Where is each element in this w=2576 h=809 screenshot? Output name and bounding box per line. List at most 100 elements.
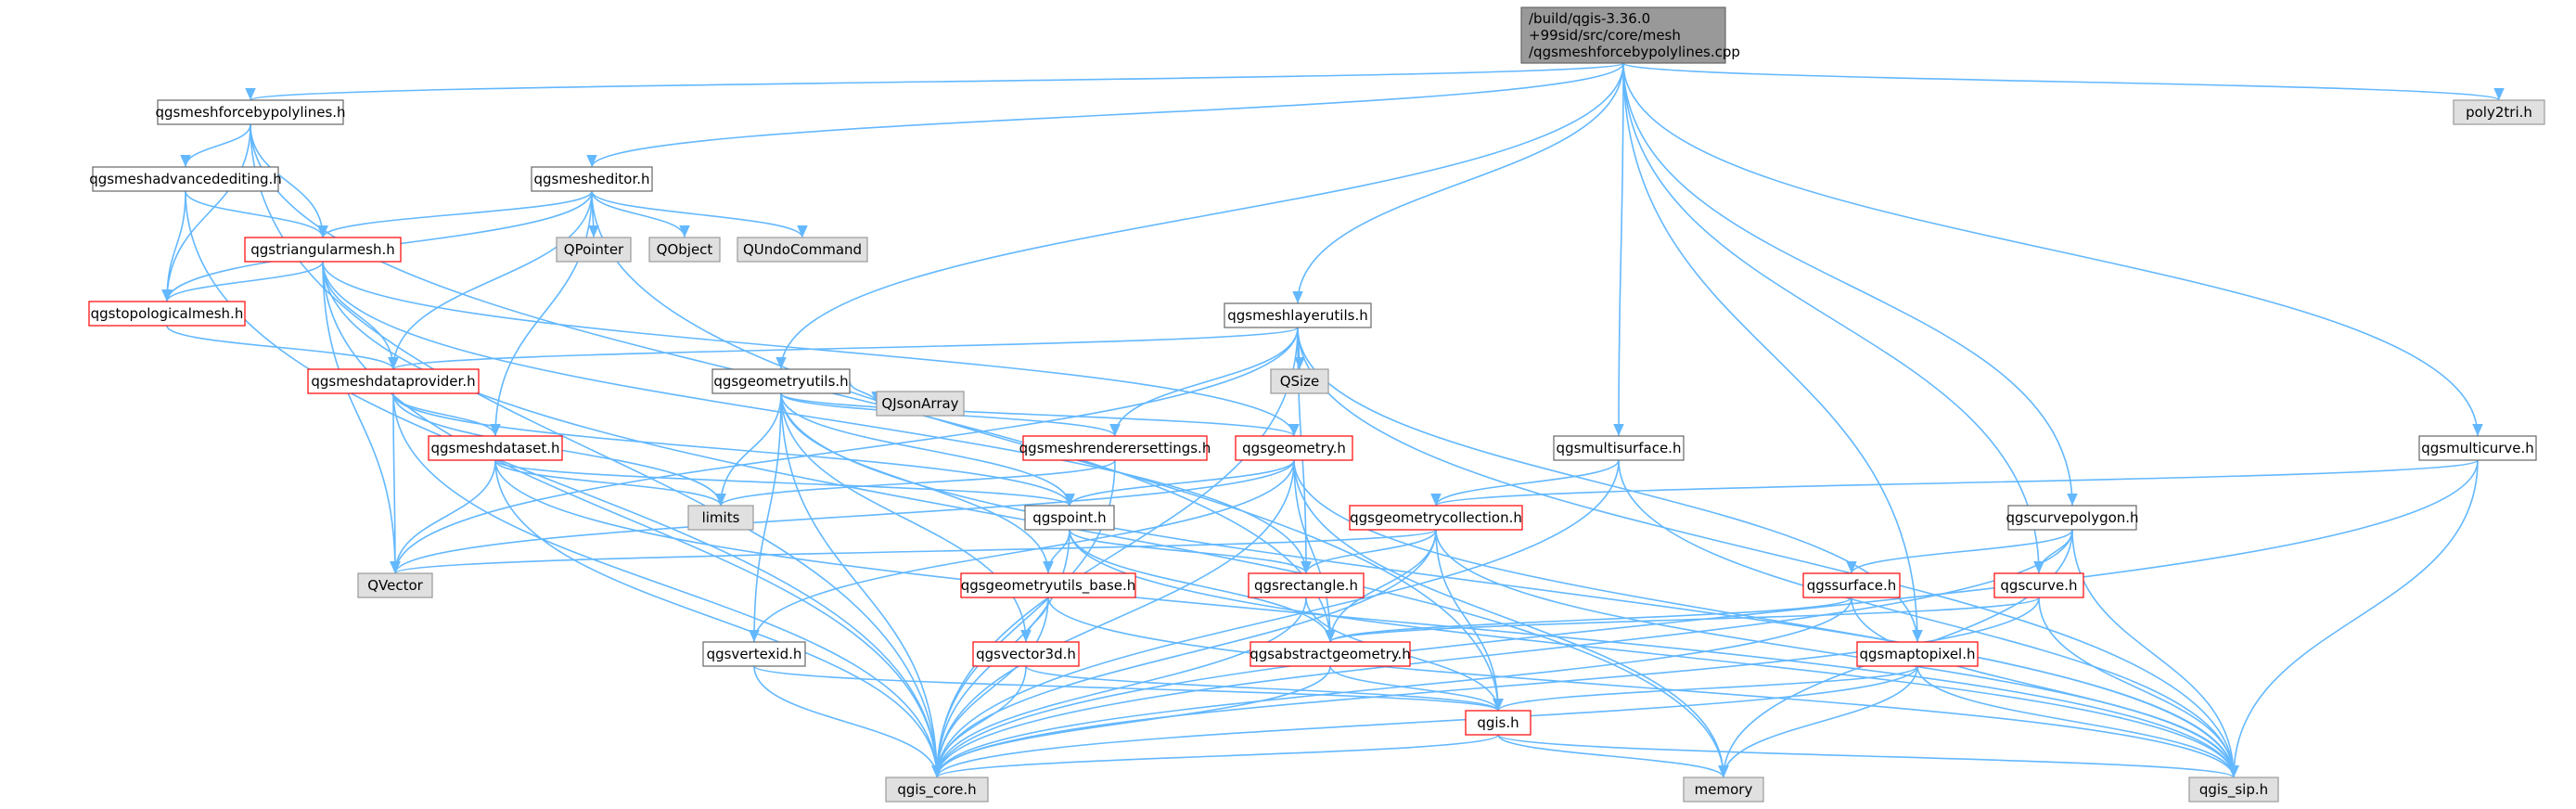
edge-qgspoint-to-qgsgeometryutils_base	[1043, 529, 1070, 574]
node-qgsabstractgeometry[interactable]: qgsabstractgeometry.h	[1250, 641, 1411, 667]
node-qgis[interactable]: qgis.h	[1465, 710, 1532, 736]
node-qgsvector3d[interactable]: qgsvector3d.h	[972, 641, 1080, 667]
node-QObject-label: QObject	[657, 241, 713, 258]
node-qgstriangularmesh[interactable]: qgstriangularmesh.h	[244, 237, 402, 263]
node-qgsmaptopixel-label: qgsmaptopixel.h	[1859, 646, 1975, 662]
edge-qgsmulticurve-to-qgis_sip	[2228, 459, 2479, 778]
edge-qgsmaptopixel-to-qgis_core	[931, 665, 1918, 778]
edge-qgsmeshlayerutils-to-qgsmeshdataprovider	[388, 327, 1299, 370]
node-QVector-label: QVector	[367, 577, 423, 594]
node-qgsmeshforcebypolylines-label: qgsmeshforcebypolylines.h	[155, 104, 345, 121]
node-qgsgeometry[interactable]: qgsgeometry.h	[1235, 435, 1353, 461]
node-qgscurve-box	[1993, 572, 2084, 598]
node-qgis_sip-label: qgis_sip.h	[2199, 781, 2268, 799]
node-memory: memory	[1683, 777, 1764, 803]
node-poly2tri-label: poly2tri.h	[2466, 104, 2532, 121]
edge-qgsmeshdataset-to-qgspoint	[494, 459, 1075, 507]
node-qgsabstractgeometry-label: qgsabstractgeometry.h	[1250, 646, 1411, 662]
edge-qgsmeshdataprovider-to-qgis_core	[392, 392, 942, 778]
node-qgsmeshadvancedediting[interactable]: qgsmeshadvancedediting.h	[89, 166, 282, 192]
edge-qgsvector3d-to-qgis_core	[931, 665, 1027, 778]
node-qgstopologicalmesh[interactable]: qgstopologicalmesh.h	[88, 301, 246, 327]
edge-qgsabstractgeometry-to-qgis	[1329, 665, 1504, 712]
node-qgsmesheditor[interactable]: qgsmesheditor.h	[531, 166, 653, 192]
edge-root-to-poly2tri	[1622, 62, 2505, 101]
edge-qgsgeometrycollection-to-qgis	[1435, 529, 1504, 712]
edge-qgstriangularmesh-to-qgis_core	[322, 261, 942, 778]
node-qgsmesheditor-label: qgsmesheditor.h	[533, 171, 649, 187]
edge-root-to-qgsmultisurface	[1613, 62, 1624, 437]
edge-qgsgeometrycollection-to-qgis_core	[931, 529, 1437, 778]
node-QJsonArray: QJsonArray	[876, 391, 965, 417]
node-qgscurvepolygon[interactable]: qgscurvepolygon.h	[2006, 505, 2139, 531]
node-qgsgeometry-label: qgsgeometry.h	[1242, 440, 1346, 456]
node-qgsmeshrenderersettings[interactable]: qgsmeshrenderersettings.h	[1019, 435, 1211, 461]
node-qgsmeshdataprovider[interactable]: qgsmeshdataprovider.h	[307, 368, 480, 394]
node-qgspoint[interactable]: qgspoint.h	[1024, 505, 1115, 531]
node-qgsmultisurface-box	[1553, 435, 1685, 461]
edge-qgstriangularmesh-to-qgsrectangle	[322, 261, 1312, 574]
node-qgsmaptopixel[interactable]: qgsmaptopixel.h	[1856, 641, 1979, 667]
edge-qgsgeometryutils-to-qgsvertexid	[749, 392, 782, 643]
node-root-label: /qgsmeshforcebypolylines.cpp	[1529, 44, 1740, 60]
edge-qgsvertexid-to-qgis_core	[753, 665, 942, 778]
edge-qgsgeometry-to-QVector	[390, 459, 1295, 574]
edge-root-to-qgsmulticurve	[1622, 62, 2483, 437]
node-qgis_sip: qgis_sip.h	[2188, 777, 2279, 803]
edge-qgsmultisurface-to-qgis_core	[931, 459, 1620, 778]
edge-qgsmesheditor-to-QObject	[591, 190, 690, 238]
node-qgscurve-label: qgscurve.h	[2000, 577, 2077, 594]
node-qgsmeshrenderersettings-box	[1022, 435, 1208, 461]
node-qgis_core: qgis_core.h	[885, 777, 989, 803]
node-qgsmaptopixel-box	[1856, 641, 1979, 667]
node-qgis_sip-box	[2188, 777, 2279, 803]
node-QVector: QVector	[357, 572, 433, 598]
node-QSize-label: QSize	[1280, 373, 1320, 390]
node-qgscurve[interactable]: qgscurve.h	[1993, 572, 2084, 598]
edge-root-to-qgscurve	[1622, 62, 2044, 574]
node-qgssurface-label: qgssurface.h	[1807, 577, 1897, 594]
edge-qgsgeometryutils-to-QJsonArray	[849, 380, 882, 404]
node-qgsgeometryutils_base[interactable]: qgsgeometryutils_base.h	[960, 572, 1136, 598]
edge-qgsmeshdataprovider-to-qgsmeshdataset	[392, 392, 501, 437]
edge-qgsgeometry-to-qgsabstractgeometry	[1293, 459, 1336, 643]
node-root[interactable]: /build/qgis-3.36.0+99sid/src/core/mesh/q…	[1520, 6, 1740, 64]
node-qgsmeshlayerutils[interactable]: qgsmeshlayerutils.h	[1224, 302, 1372, 328]
edge-qgsrectangle-to-qgis_core	[931, 597, 1307, 778]
edge-qgsgeometryutils-to-qgis_core	[780, 392, 942, 778]
node-qgsmeshdataprovider-box	[307, 368, 480, 394]
edge-qgstriangularmesh-to-qgstopologicalmesh	[161, 261, 324, 302]
node-qgsgeometryutils[interactable]: qgsgeometryutils.h	[711, 368, 851, 394]
edge-qgsmeshlayerutils-to-qgis_sip	[1297, 327, 2239, 778]
node-qgsmulticurve-label: qgsmulticurve.h	[2421, 440, 2534, 456]
node-qgsrectangle[interactable]: qgsrectangle.h	[1248, 572, 1365, 598]
node-qgssurface[interactable]: qgssurface.h	[1802, 572, 1901, 598]
node-qgis_core-label: qgis_core.h	[897, 781, 976, 799]
node-qgsmultisurface[interactable]: qgsmultisurface.h	[1553, 435, 1685, 461]
edge-qgsmesheditor-to-qgstriangularmesh	[317, 190, 593, 238]
edge-qgsmesheditor-to-QUndoCommand	[591, 190, 808, 238]
node-qgsmeshdataset[interactable]: qgsmeshdataset.h	[428, 435, 563, 461]
node-root-label: /build/qgis-3.36.0	[1529, 10, 1650, 27]
node-qgstopologicalmesh-box	[88, 301, 246, 327]
edge-qgscurvepolygon-to-qgscurve	[2033, 529, 2073, 574]
edge-root-to-qgsgeometryutils	[775, 62, 1624, 370]
node-qgsgeometrycollection-label: qgsgeometrycollection.h	[1350, 509, 1522, 526]
edge-qgsmeshlayerutils-to-QVector	[390, 327, 1299, 574]
node-qgstopologicalmesh-label: qgstopologicalmesh.h	[91, 305, 244, 322]
edge-qgsgeometry-to-memory	[1293, 459, 1729, 778]
node-qgssurface-box	[1802, 572, 1901, 598]
edge-qgsvertexid-to-qgis	[753, 665, 1504, 712]
node-qgsvertexid[interactable]: qgsvertexid.h	[702, 641, 806, 667]
edge-qgis-to-qgis_sip	[1497, 734, 2239, 778]
edge-qgsgeometry-to-qgis_core	[931, 459, 1295, 778]
node-QUndoCommand-label: QUndoCommand	[743, 241, 862, 258]
edge-root-to-qgsmeshlayerutils	[1292, 62, 1624, 304]
node-qgsmeshforcebypolylines[interactable]: qgsmeshforcebypolylines.h	[155, 99, 346, 125]
node-qgsmulticurve[interactable]: qgsmulticurve.h	[2418, 435, 2537, 461]
edge-qgstopologicalmesh-to-qgsmeshdataprovider	[166, 325, 399, 370]
edge-qgspoint-to-qgis_sip	[1069, 529, 2239, 778]
node-qgis-box	[1465, 710, 1532, 736]
node-qgsgeometrycollection[interactable]: qgsgeometrycollection.h	[1349, 505, 1523, 531]
